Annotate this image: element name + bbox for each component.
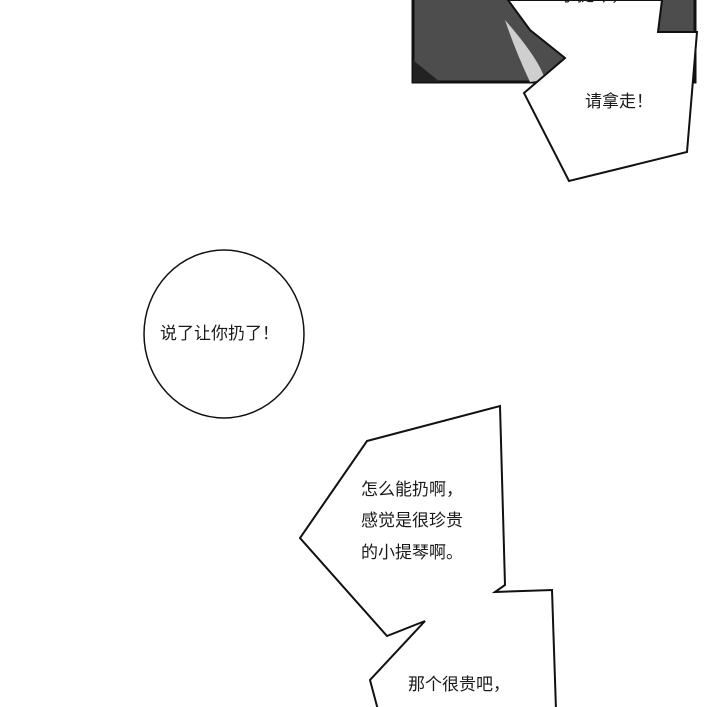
panel-figure-shadow [413, 60, 440, 82]
bubble-text-take-it: 请拿走！ [585, 92, 653, 112]
round-speech-bubble [143, 249, 305, 419]
jagged-speech-bubble [298, 404, 557, 707]
bubble-text-throw-it: 说了让你扔了！ [160, 324, 279, 344]
bubble-text-line-1: 怎么能扔啊， [361, 480, 463, 500]
speech-bubble-top [506, 0, 699, 183]
bubble-text-expensive: 那个很贵吧， [408, 675, 510, 695]
panel-figure-light [505, 20, 545, 82]
bubble-text-line-2: 感觉是很珍贵 [361, 511, 463, 531]
bubble-text-line-3: 的小提琴啊。 [361, 543, 463, 563]
bubble-text-partial: 小提琴， [560, 0, 628, 11]
